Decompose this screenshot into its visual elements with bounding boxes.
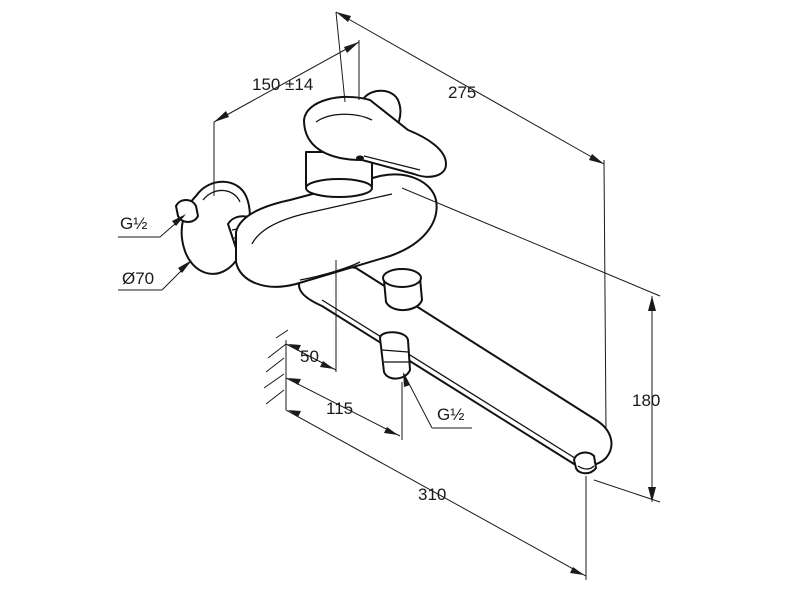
bottom-outlet: [379, 331, 411, 380]
wall-hatch: [263, 329, 289, 410]
dimension-50: 50: [285, 260, 337, 372]
label-inlet-thread: G½: [120, 214, 147, 233]
leader-outlet-thread: G½: [403, 372, 472, 429]
dimension-150: 150 ±14: [213, 40, 360, 196]
label-115: 115: [326, 399, 353, 418]
label-outlet-thread: G½: [437, 405, 464, 424]
dimension-115: 115: [285, 377, 403, 440]
diverter-knob: [382, 268, 423, 311]
dimension-275: 275: [335, 11, 607, 431]
label-50: 50: [300, 347, 319, 366]
label-180: 180: [632, 391, 660, 410]
label-flange-diameter: Ø70: [122, 269, 154, 288]
lever-handle: [303, 96, 447, 198]
spout: [298, 264, 613, 475]
dimension-310: 310: [285, 409, 587, 580]
label-150: 150 ±14: [252, 75, 313, 94]
dimension-180: 180: [401, 187, 660, 503]
leader-flange-diameter: Ø70: [118, 260, 192, 291]
label-310: 310: [418, 485, 446, 504]
label-275: 275: [448, 83, 476, 102]
mixer-body: [235, 173, 438, 288]
leader-inlet-thread: G½: [118, 214, 186, 238]
